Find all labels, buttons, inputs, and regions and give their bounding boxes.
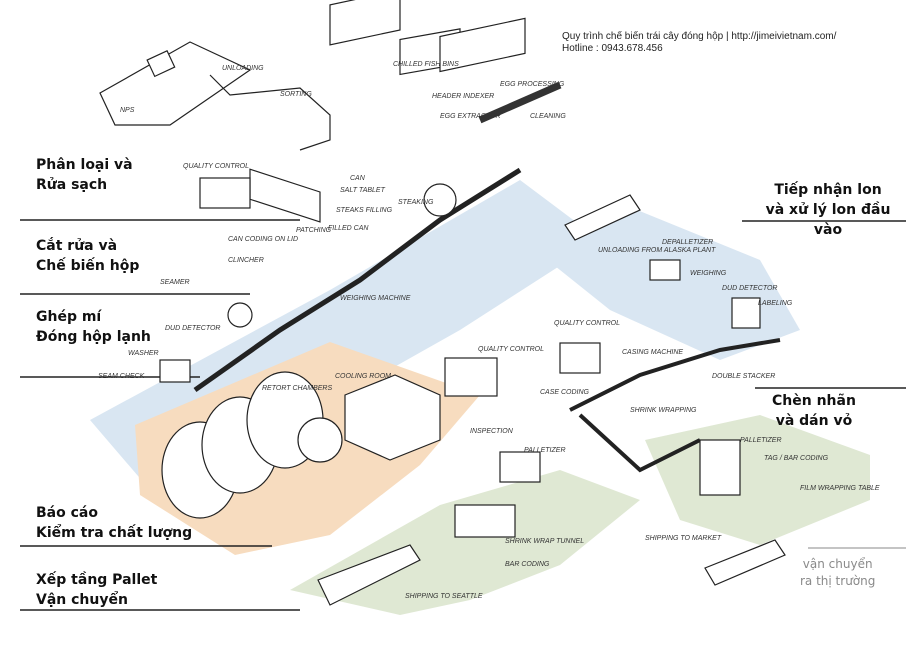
label-weighing-machine: WEIGHING MACHINE <box>340 295 411 302</box>
label-inspection: INSPECTION <box>470 428 514 435</box>
label-casing-machine: CASING MACHINE <box>622 349 683 356</box>
label-patching: PATCHING <box>296 227 332 234</box>
label-labeling: LABELING <box>758 300 793 307</box>
label-bar-coding: BAR CODING <box>505 561 550 568</box>
label-steaks-filling: STEAKS FILLING <box>336 207 393 214</box>
label-retort-chambers: RETORT CHAMBERS <box>262 385 332 392</box>
cooling-room <box>344 374 441 461</box>
stage-label-sorting-washing: Phân loại và Rửa sạch <box>36 157 133 193</box>
label-palletizer-1: PALLETIZER <box>524 447 566 454</box>
stage-label-can-receiving: Tiếp nhận lon và xử lý lon đầu vào <box>765 182 891 238</box>
stage-label-palletizing-shipping: Xếp tầng Pallet Vận chuyển <box>36 572 158 608</box>
fishing-ship <box>99 41 252 126</box>
label-ship-name: NPS <box>120 107 135 114</box>
label-palletizer-2: PALLETIZER <box>740 437 782 444</box>
label-tag-bar-coding: TAG / BAR CODING <box>764 455 829 462</box>
label-cooling-room: COOLING ROOM <box>335 373 391 380</box>
label-sorting: SORTING <box>280 91 312 98</box>
label-cleaning: CLEANING <box>530 113 566 120</box>
label-unloading-alaska: UNLOADING FROM ALASKA PLANT <box>598 247 716 254</box>
label-shipping-seattle: SHIPPING TO SEATTLE <box>405 593 483 600</box>
label-clincher: CLINCHER <box>228 257 264 264</box>
label-steaking: STEAKING <box>398 199 434 206</box>
header-caption: Quy trình chế biến trái cây đóng hộp | h… <box>562 31 836 55</box>
label-dud-detector-2: DUD DETECTOR <box>722 285 777 292</box>
header-line-1: Quy trình chế biến trái cây đóng hộp | h… <box>562 31 837 42</box>
label-can-coding: CAN CODING ON LID <box>228 236 298 243</box>
label-unloading: UNLOADING <box>222 65 264 72</box>
label-shrink-wrap-tunnel: SHRINK WRAP TUNNEL <box>505 538 584 545</box>
label-quality-control-3: QUALITY CONTROL <box>554 320 620 327</box>
label-depalletizer: DEPALLETIZER <box>662 239 713 246</box>
label-egg-processing: EGG PROCESSING <box>500 81 565 88</box>
label-shrink-wrapping: SHRINK WRAPPING <box>630 407 697 414</box>
label-double-stacker: DOUBLE STACKER <box>712 373 775 380</box>
stage-label-seaming-cold-canning: Ghép mí Đóng hộp lạnh <box>36 309 151 345</box>
label-salt-tablet: SALT TABLET <box>340 187 386 194</box>
label-header-indexer: HEADER INDEXER <box>432 93 494 100</box>
label-seam-check: SEAM CHECK <box>98 373 145 380</box>
stage-label-labeling-casing: Chèn nhãn và dán vỏ <box>772 393 856 429</box>
header-line-2: Hotline : 0943.678.456 <box>562 43 663 54</box>
quality-control-box-1 <box>199 177 251 209</box>
market-zone-green <box>645 415 870 545</box>
stage-label-cutting-processing: Cắt rửa và Chế biến hộp <box>36 238 140 274</box>
label-quality-control-1: QUALITY CONTROL <box>183 163 249 170</box>
label-seamer: SEAMER <box>160 279 190 286</box>
quality-control-box-2 <box>444 357 498 397</box>
label-dud-detector-1: DUD DETECTOR <box>165 325 220 332</box>
stage-label-market-shipping: vận chuyển ra thị trường <box>800 557 876 588</box>
label-case-coding: CASE CODING <box>540 389 590 396</box>
truck-receiving <box>564 194 641 241</box>
label-shipping-market: SHIPPING TO MARKET <box>645 535 722 542</box>
label-film-wrapping: FILM WRAPPING TABLE <box>800 485 880 492</box>
label-weighing: WEIGHING <box>690 270 727 277</box>
label-egg-extractor: EGG EXTRACTOR <box>440 113 501 120</box>
truck-market <box>704 539 786 586</box>
label-quality-control-2: QUALITY CONTROL <box>478 346 544 353</box>
stage-label-quality-report: Báo cáo Kiểm tra chất lượng <box>36 505 193 541</box>
quality-control-box-3 <box>559 342 601 374</box>
label-filled-can: FILLED CAN <box>328 225 369 232</box>
label-washer: WASHER <box>128 350 159 357</box>
truck-seattle <box>317 544 421 606</box>
label-chilled-fish-bins: CHILLED FISH BINS <box>393 61 459 68</box>
label-can: CAN <box>350 175 366 182</box>
